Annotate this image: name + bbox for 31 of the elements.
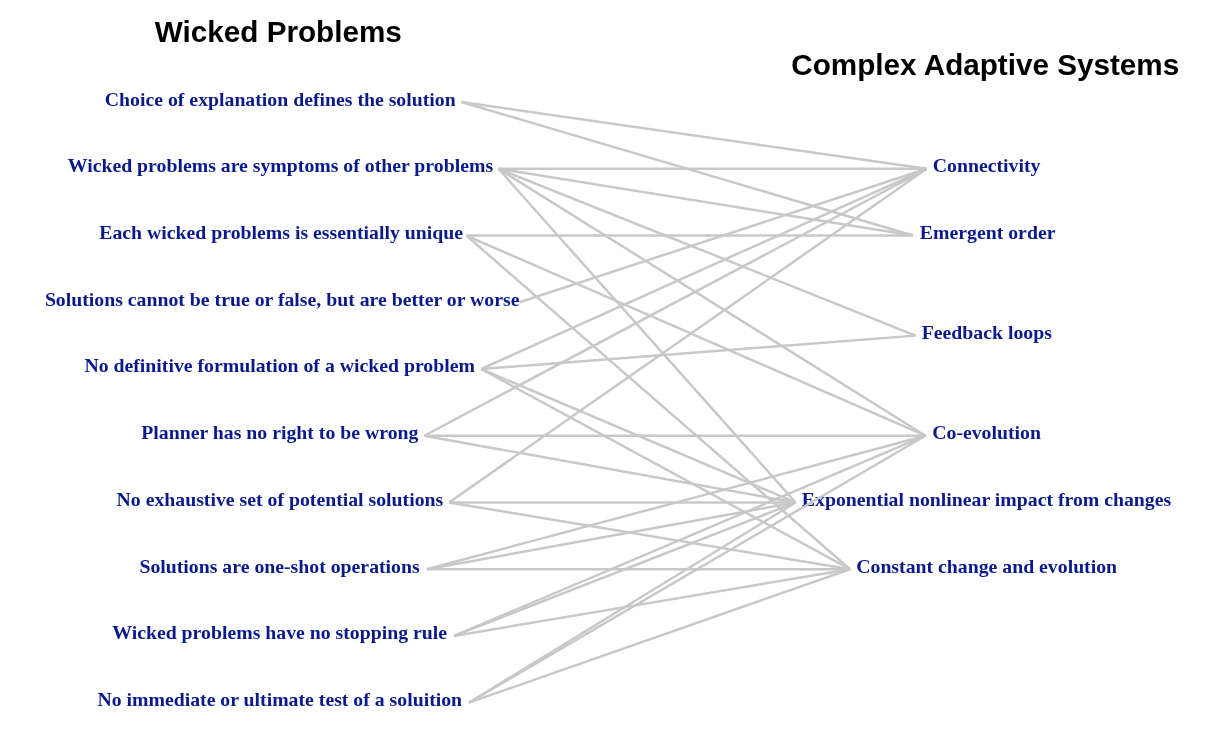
label: Wicked Problems [154,14,402,48]
connector [468,434,927,704]
connector [480,167,928,371]
label: Complex Adaptive Systems [791,48,1180,82]
node-text: Constant change and evolution [856,554,1118,577]
node-text: Emergent order [919,220,1056,243]
connector [498,167,916,337]
node-text: Solutions are one-shot operations [139,554,420,577]
node-text: Feedback loops [921,321,1052,344]
node-text: Co-evolution [932,421,1041,444]
node-text: Choice of explanation defines the solution [104,87,456,110]
connector [465,234,926,437]
connector [448,167,928,504]
connector [468,501,797,704]
connector [461,100,914,237]
node-text: Solutions cannot be true or false, but are better or worse [44,287,520,310]
node-text: No definitive formulation of a wicked problem [84,354,475,377]
connector [480,367,851,571]
connector [461,100,927,170]
node-text: Planner has no right to be wrong [141,421,419,444]
node-text: No exhaustive set of potential solutions [116,487,444,510]
node-text: Each wicked problems is essentially unique [99,220,463,243]
node-text: Wicked problems are symptoms of other problems [67,154,494,177]
connector [497,167,797,504]
connector [468,568,851,704]
node-text: Wicked problems have no stopping rule [112,621,448,644]
connector [466,234,914,237]
node-text: No immediate or ultimate test of a soluition [97,688,463,711]
node-text: Connectivity [932,154,1041,177]
node-text: Exponential nonlinear impact from changes [801,487,1172,510]
connector [465,234,851,571]
